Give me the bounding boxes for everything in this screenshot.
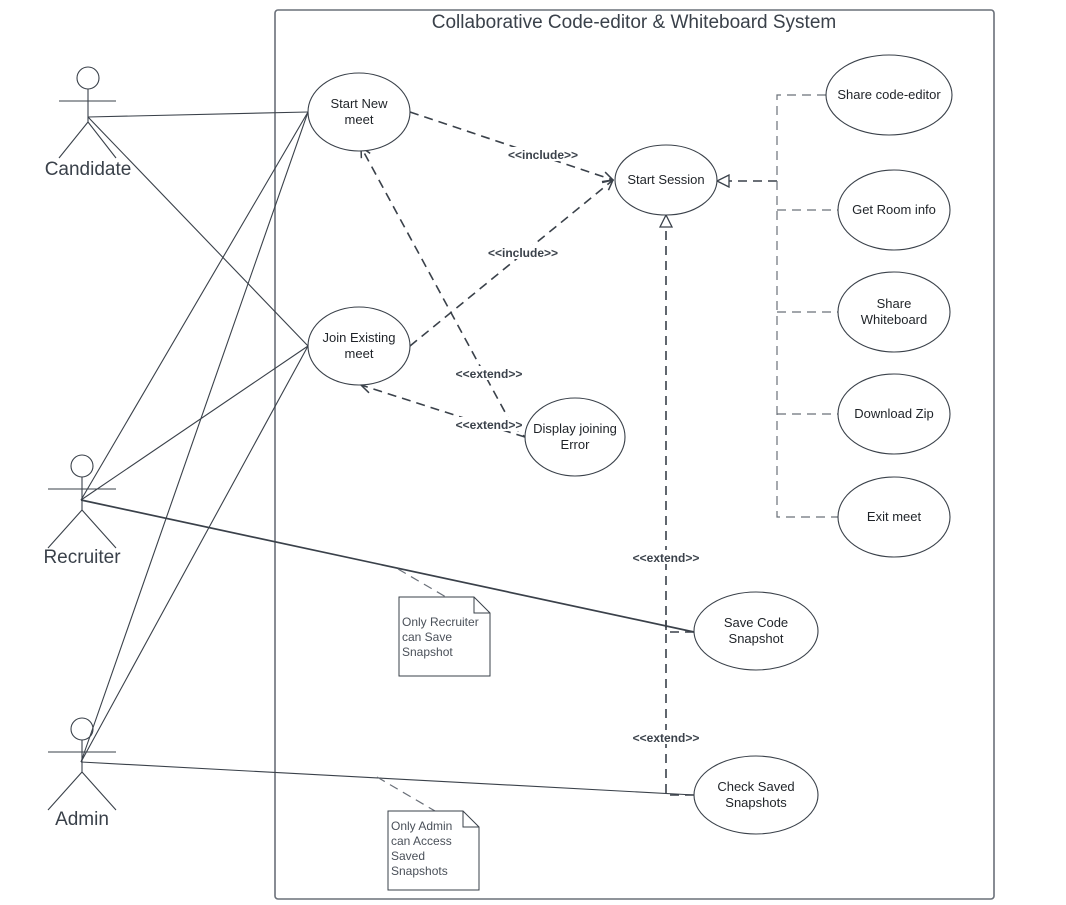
actor-head-icon	[70, 717, 94, 741]
svg-text:can Save: can Save	[402, 630, 452, 644]
actor-candidate[interactable]: Candidate	[45, 66, 132, 180]
extend-error-to-start-new-meet[interactable]	[361, 147, 513, 426]
svg-text:Download Zip: Download Zip	[854, 406, 934, 421]
svg-text:Snapshots: Snapshots	[391, 864, 448, 878]
svg-text:Save Code: Save Code	[724, 615, 788, 630]
actor-label: Recruiter	[43, 547, 121, 568]
assoc-recruiter-join-existing-meet[interactable]	[80, 345, 309, 501]
extend-save-code-snapshot[interactable]	[666, 215, 694, 633]
assoc-admin-join-existing-meet[interactable]	[80, 345, 309, 763]
svg-text:Share code-editor: Share code-editor	[837, 87, 941, 102]
assoc-recruiter-save-code-snapshot[interactable]	[80, 499, 695, 633]
actor-head-icon	[70, 454, 94, 478]
use-case-exit-meet[interactable]: Exit meet	[837, 476, 951, 558]
svg-text:Snapshot: Snapshot	[729, 631, 784, 646]
use-case-share-code-editor[interactable]: Share code-editor	[825, 54, 953, 136]
svg-text:can Access: can Access	[391, 834, 452, 848]
actor-admin[interactable]: Admin	[47, 717, 117, 830]
note-recruiter[interactable]: Only Recruiter can Save Snapshot	[397, 568, 491, 677]
svg-text:Only Recruiter: Only Recruiter	[402, 615, 479, 629]
use-case-display-joining-error[interactable]: Display joining Error	[524, 397, 626, 477]
include-join-existing-meet[interactable]	[409, 180, 613, 347]
svg-text:Snapshot: Snapshot	[402, 645, 453, 659]
use-case-check-saved-snapshots[interactable]: Check Saved Snapshots	[693, 755, 819, 835]
svg-text:Start New: Start New	[330, 96, 388, 111]
svg-text:Display joining: Display joining	[533, 421, 617, 436]
actor-recruiter[interactable]: Recruiter	[43, 454, 121, 568]
use-case-download-zip[interactable]: Download Zip	[837, 373, 951, 455]
use-case-save-code-snapshot[interactable]: Save Code Snapshot	[693, 591, 819, 671]
svg-text:Check Saved: Check Saved	[717, 779, 794, 794]
generalizations	[717, 94, 838, 518]
use-case-start-new-meet[interactable]: Start New meet	[307, 72, 411, 152]
include-start-new-meet[interactable]	[409, 111, 613, 180]
svg-text:meet: meet	[345, 112, 374, 127]
extend-label: <<extend>>	[633, 551, 700, 565]
stereotype-labels: <<include>> <<include>> <<extend>> <<ext…	[453, 147, 702, 745]
include-label: <<include>>	[508, 148, 578, 162]
actor-label: Candidate	[45, 159, 132, 180]
svg-text:Exit meet: Exit meet	[867, 509, 922, 524]
include-label: <<include>>	[488, 246, 558, 260]
use-case-start-session[interactable]: Start Session	[614, 144, 718, 216]
actor-head-icon	[76, 66, 100, 90]
note-anchor-line	[397, 568, 447, 598]
svg-text:Start Session: Start Session	[627, 172, 704, 187]
system-boundary	[274, 9, 995, 900]
svg-text:Only Admin: Only Admin	[391, 819, 452, 833]
svg-text:Join Existing: Join Existing	[323, 330, 396, 345]
extend-label: <<extend>>	[633, 731, 700, 745]
assoc-recruiter-start-new-meet[interactable]	[80, 111, 309, 501]
note-anchor-line	[376, 776, 436, 812]
svg-text:Get Room info: Get Room info	[852, 202, 936, 217]
use-case-get-room-info[interactable]: Get Room info	[837, 169, 951, 251]
use-case-join-existing-meet[interactable]: Join Existing meet	[307, 306, 411, 386]
svg-text:Share: Share	[877, 296, 912, 311]
assoc-candidate-join-existing-meet[interactable]	[87, 116, 309, 347]
assoc-admin-start-new-meet[interactable]	[80, 111, 309, 763]
svg-text:meet: meet	[345, 346, 374, 361]
svg-text:Saved: Saved	[391, 849, 425, 863]
generalization-trunk	[776, 94, 838, 518]
relationships	[361, 111, 694, 796]
extend-error-to-join-existing-meet[interactable]	[361, 385, 526, 438]
use-case-share-whiteboard[interactable]: Share Whiteboard	[837, 271, 951, 353]
associations	[80, 111, 695, 796]
extend-label: <<extend>>	[456, 367, 523, 381]
svg-text:Whiteboard: Whiteboard	[861, 312, 927, 327]
svg-text:Snapshots: Snapshots	[725, 795, 787, 810]
svg-text:Error: Error	[561, 437, 591, 452]
assoc-admin-check-saved-snapshots[interactable]	[80, 761, 695, 796]
note-admin[interactable]: Only Admin can Access Saved Snapshots	[376, 776, 480, 891]
extend-label: <<extend>>	[456, 418, 523, 432]
system-title: Collaborative Code-editor & Whiteboard S…	[432, 12, 836, 33]
actor-label: Admin	[55, 809, 109, 830]
extend-check-saved-snapshots[interactable]	[665, 620, 694, 796]
assoc-candidate-start-new-meet[interactable]	[87, 111, 309, 118]
